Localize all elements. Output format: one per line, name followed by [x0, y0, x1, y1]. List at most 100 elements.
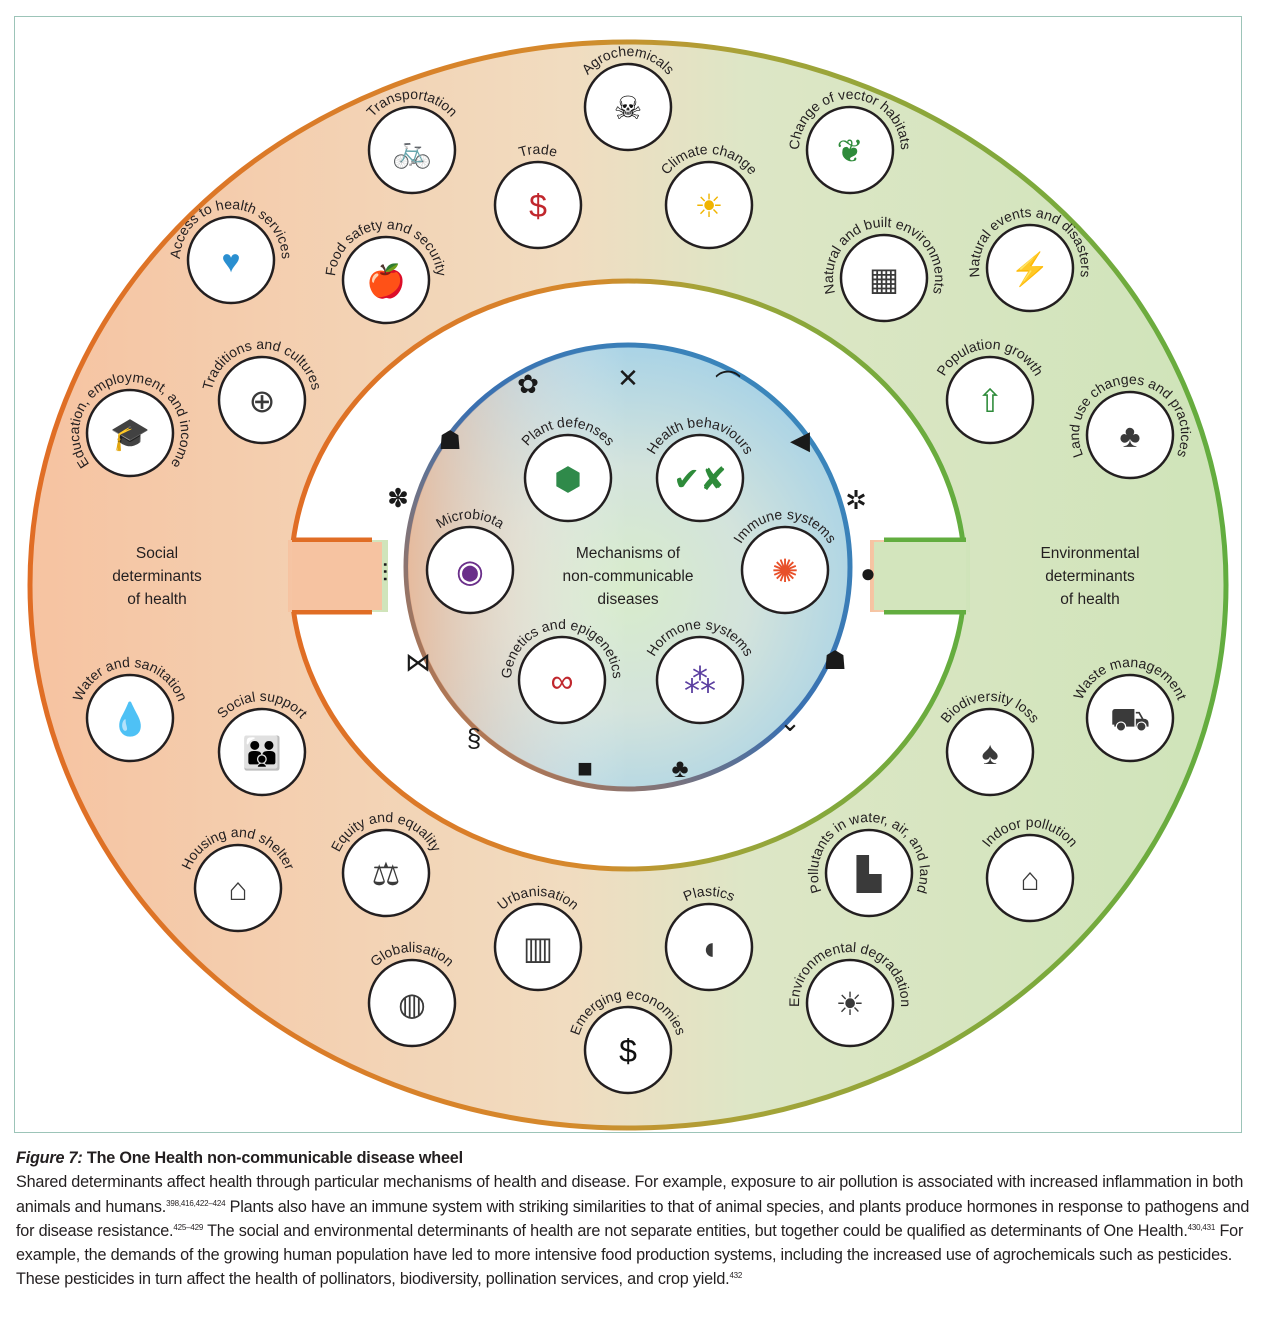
- support-icon: 👪: [242, 735, 282, 771]
- item-circle: [985, 223, 1075, 313]
- reference: 430,431: [1187, 1222, 1216, 1232]
- figure-frame: [14, 16, 1242, 1133]
- molecule-icon: ⁂: [684, 663, 716, 699]
- reference: 432: [729, 1271, 743, 1281]
- city-icon: ▥: [523, 930, 553, 966]
- scales-icon: ⚖: [372, 856, 401, 892]
- wheel-rings: [27, 39, 1229, 1131]
- bird-icon: ⌄: [779, 707, 801, 737]
- item-circle: [186, 215, 276, 305]
- item-circle: [839, 233, 929, 323]
- indoor-house-icon: ⌂: [1020, 861, 1039, 897]
- item-circle: [493, 160, 583, 250]
- food-icon: 🍎: [366, 262, 406, 299]
- item-circle: [655, 635, 745, 725]
- snake-icon: §: [467, 723, 481, 753]
- fish-icon: ◀: [790, 425, 810, 455]
- reference: 398,416,422–424: [166, 1198, 226, 1208]
- social-determinant-item: $ Trade: [493, 141, 583, 250]
- farm-icon: ♣: [1120, 418, 1141, 454]
- item-circle: [985, 833, 1075, 923]
- beetle-icon: ✲: [845, 485, 867, 515]
- disaster-icon: ⚡: [1010, 251, 1050, 288]
- bee-icon: ✿: [517, 369, 539, 399]
- caption-title: Figure 7: The One Health non-communicabl…: [16, 1149, 463, 1167]
- virus-icon: ✺: [772, 553, 799, 589]
- item-circle: [805, 105, 895, 195]
- caption-text: For example, the demands of the growing …: [16, 1221, 1244, 1289]
- spray-can-icon: ☠: [614, 90, 643, 126]
- item-circle: [85, 388, 175, 478]
- transport-icon: 🚲: [392, 133, 432, 169]
- environmental-determinant-item: ◖ Plastics: [664, 883, 754, 992]
- item-circle: [664, 160, 754, 250]
- item-circle: [523, 433, 613, 523]
- health-services-icon: ♥: [222, 243, 241, 279]
- population-icon: ⇧: [977, 383, 1004, 419]
- dna-icon: ∞: [551, 663, 574, 699]
- dead-tree-icon: ☀: [836, 986, 865, 1022]
- gorilla-icon: ☗: [438, 425, 461, 455]
- item-circle: [425, 525, 515, 615]
- butterfly-icon: ⋈: [405, 647, 431, 677]
- caption-text: The social and environmental determinant…: [203, 1221, 1188, 1240]
- wheat-icon: ⫶: [382, 558, 389, 588]
- item-circle: [85, 673, 175, 763]
- item-label: Trade: [517, 141, 560, 160]
- item-circle: [824, 828, 914, 918]
- factory-icon: ▙: [856, 855, 882, 893]
- bacteria-icon: ◉: [456, 553, 484, 589]
- item-circle: [217, 355, 307, 445]
- tree-icon: ♣: [671, 753, 688, 783]
- item-circle: [664, 902, 754, 992]
- item-circle: [1085, 673, 1175, 763]
- item-circle: [583, 62, 673, 152]
- rose-icon: ✽: [387, 483, 409, 513]
- dump-truck-icon: ⛟: [1110, 701, 1150, 737]
- item-circle: [945, 355, 1035, 445]
- fish-plastic-icon: ◖: [699, 930, 718, 966]
- figure-caption: Figure 7: The One Health non-communicabl…: [16, 1146, 1256, 1292]
- figure-title: The One Health non-communicable disease …: [86, 1149, 463, 1167]
- penguin-icon: ☀: [695, 188, 724, 224]
- forest-icon: ♠: [982, 735, 999, 771]
- house-icon: ⌂: [228, 871, 247, 907]
- item-circle: [493, 902, 583, 992]
- earth-buildings-icon: ▦: [869, 261, 899, 297]
- bat-icon: ⌒: [715, 369, 741, 399]
- sheep-icon: ●: [860, 558, 876, 588]
- item-circle: [740, 525, 830, 615]
- figure-label: Figure 7:: [16, 1149, 83, 1167]
- leaf-beetle-icon: ❦: [837, 133, 864, 169]
- item-circle: [1085, 390, 1175, 480]
- speech-check-icon: ✔✘: [673, 461, 727, 497]
- globe-icon: ◍: [398, 986, 426, 1022]
- mechanism-item: ◉Microbiota: [425, 506, 515, 615]
- social-determinant-item: ▥Urbanisation: [493, 883, 583, 992]
- item-circle: [193, 843, 283, 933]
- item-circle: [655, 433, 745, 523]
- item-circle: [367, 105, 457, 195]
- item-circle: [341, 235, 431, 325]
- mosquito-icon: ✕: [617, 363, 639, 393]
- item-circle: [583, 1005, 673, 1095]
- item-circle: [217, 707, 307, 797]
- people-icon: ☗: [823, 645, 846, 675]
- item-circle: [517, 635, 607, 725]
- trade-icon: $: [529, 188, 547, 224]
- caption-text: Shared determinants affect health throug…: [16, 1173, 1244, 1216]
- item-circle: [945, 707, 1035, 797]
- item-circle: [805, 958, 895, 1048]
- education-icon: 🎓: [110, 416, 150, 452]
- reference: 425–429: [173, 1222, 204, 1232]
- item-label: Plastics: [681, 883, 738, 904]
- item-circle: [367, 958, 457, 1048]
- dollar-icon: $: [619, 1033, 637, 1069]
- plant-cell-icon: ⬢: [554, 461, 582, 497]
- item-circle: [341, 828, 431, 918]
- caption-text: Plants also have an immune system with s…: [16, 1197, 1250, 1240]
